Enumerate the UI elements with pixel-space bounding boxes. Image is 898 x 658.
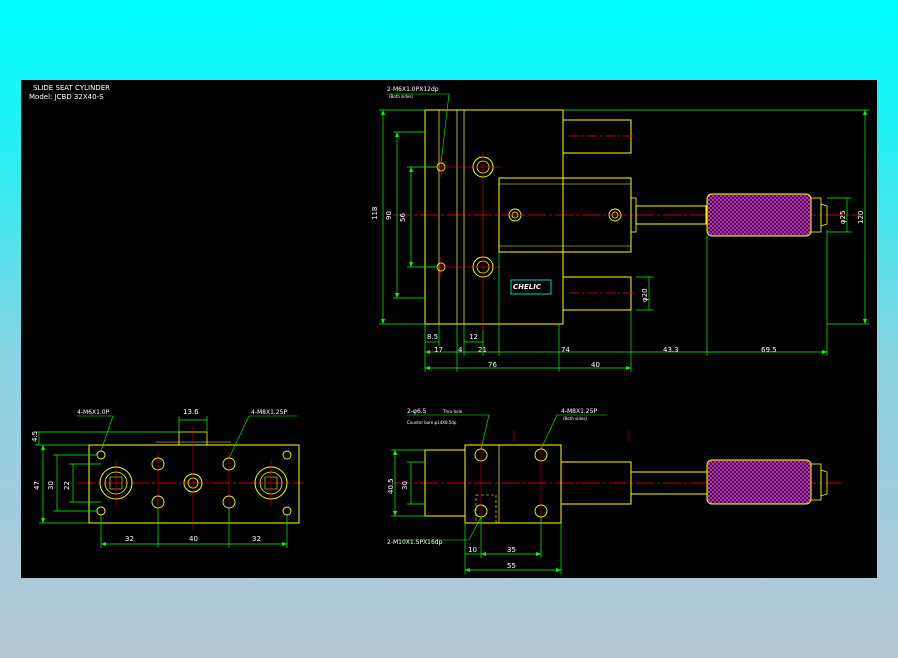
callout-mount-note: (Both sides) (389, 94, 413, 99)
dim-43-3: 43.3 (663, 346, 679, 354)
dim-32-left: 32 (125, 535, 134, 543)
callout-m8-front: 4-M8X1.25P (561, 408, 597, 415)
dim-35: 35 (507, 546, 516, 554)
dim-phi20: φ20 (641, 288, 649, 302)
cad-drawing-canvas: SLIDE SEAT CYLINDER Model: JCBD 32X40-S (21, 80, 877, 578)
dim-17: 17 (434, 346, 443, 354)
dim-22: 22 (63, 481, 71, 490)
dim-118: 118 (371, 207, 379, 220)
thread-hole-icon (96, 450, 106, 460)
dim-40-side: 40 (189, 535, 198, 543)
dim-47: 47 (33, 481, 41, 490)
thread-hole-icon (282, 506, 292, 516)
callout-m8: 4-M8X1.25P (251, 409, 287, 416)
top-view: CHELIC (371, 86, 869, 372)
dim-55: 55 (507, 562, 516, 570)
brand-label-box (510, 279, 552, 295)
dim-13-6: 13.6 (183, 408, 199, 416)
thread-hole-icon (282, 450, 292, 460)
dim-74: 74 (561, 346, 570, 354)
dim-32-right: 32 (252, 535, 261, 543)
dim-4-5: 4.5 (31, 431, 39, 442)
drawing-model: Model: JCBD 32X40-S (29, 93, 104, 101)
guide-rod-lower (562, 276, 632, 311)
callout-m6: 4-M6X1.0P (77, 409, 110, 416)
callout-thru: 2-φ6.5 (407, 408, 427, 415)
port-hole-icon (608, 208, 622, 222)
dim-21: 21 (478, 346, 487, 354)
callout-mount-thread: 2-M6X1.0PX12dp (387, 86, 439, 93)
knurled-rod-end (706, 193, 812, 237)
leader-mount (387, 93, 450, 164)
top-view-dimension-lines (379, 109, 869, 372)
dim-40-5: 40.5 (387, 478, 395, 494)
front-knurled-rod-end (706, 459, 812, 505)
front-view: 40.5 30 10 35 55 2-φ6.5 Thru-hole Counte… (387, 408, 841, 574)
port-hole-icon (508, 208, 522, 222)
dim-56: 56 (399, 213, 407, 222)
side-view-dimension-lines (35, 416, 288, 548)
dim-8-5: 8.5 (427, 333, 438, 341)
piston-rod (635, 205, 707, 225)
dim-phi25: φ25 (839, 210, 847, 224)
dim-120: 120 (857, 211, 865, 224)
dim-90: 90 (385, 211, 393, 220)
brand-label: CHELIC (513, 283, 542, 291)
drawing-title: SLIDE SEAT CYLINDER (33, 84, 110, 92)
guide-rod-upper (562, 119, 632, 154)
dim-30: 30 (47, 481, 55, 490)
callout-m8-front-note: (Both sides) (563, 416, 587, 421)
callout-counterbore: Counter bore φ14X8.5dp (407, 420, 457, 425)
thread-hole-icon (96, 506, 106, 516)
dim-76: 76 (488, 361, 497, 369)
dim-40: 40 (591, 361, 600, 369)
callout-m10: 2-M10X1.5PX16dp (387, 539, 443, 546)
dim-10: 10 (468, 546, 477, 554)
front-view-dimension-lines (391, 449, 562, 574)
side-body-outline (88, 444, 300, 524)
dim-30-front: 30 (401, 481, 409, 490)
cad-drawing: SLIDE SEAT CYLINDER Model: JCBD 32X40-S (29, 84, 869, 574)
dim-12: 12 (469, 333, 478, 341)
dim-69-5: 69.5 (761, 346, 777, 354)
side-view: 13.6 4.5 47 30 22 32 40 32 4-M6X1.0P 4-M… (31, 408, 303, 548)
dim-4: 4 (458, 346, 463, 354)
callout-thru-note: Thru-hole (442, 409, 463, 414)
base-plate-outline (424, 109, 564, 325)
